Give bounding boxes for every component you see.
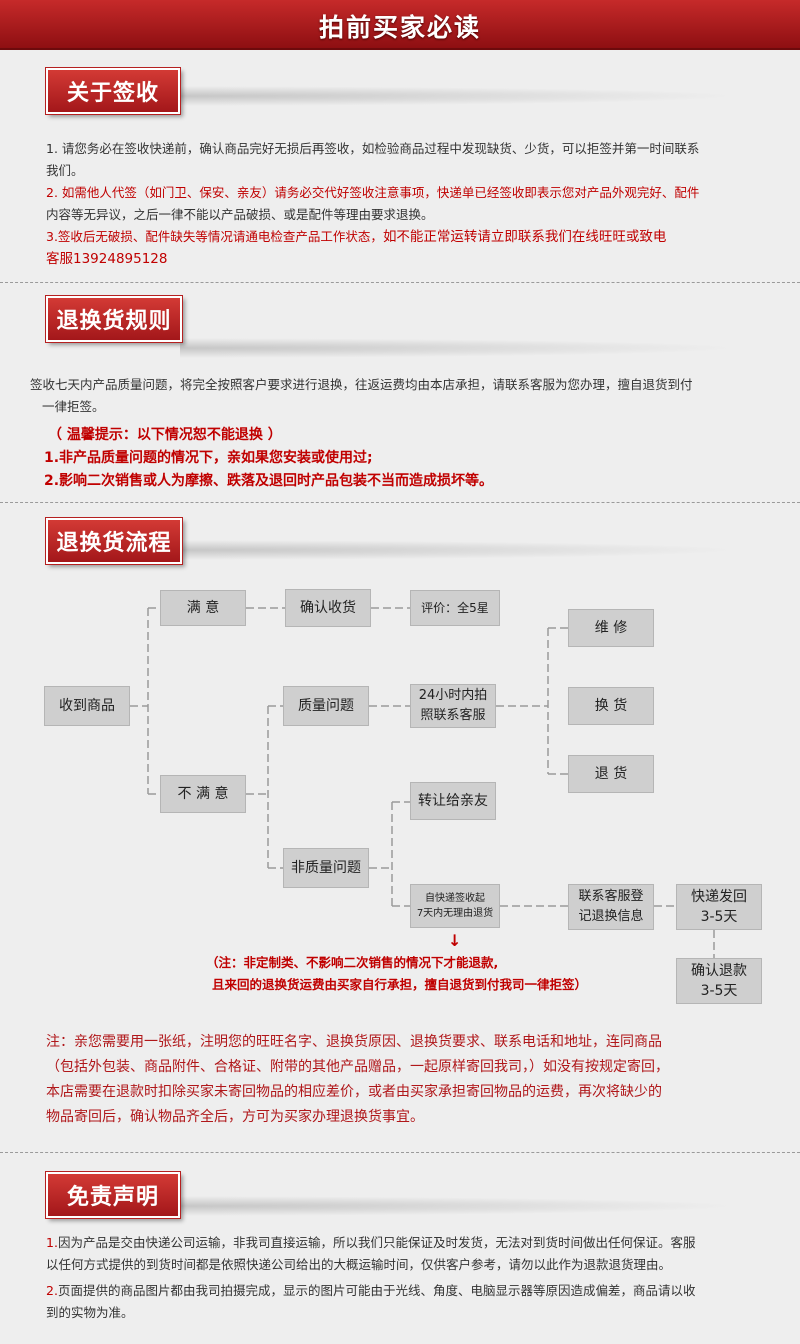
title-shadow [180,540,740,560]
divider [0,282,800,283]
flow-contact: 联系客服登 记退换信息 [568,884,654,930]
rules-line1b: 一律拒签。 [42,399,105,414]
flow-exchange: 换 货 [568,687,654,725]
flow-seven-days-line2: 7天内无理由退货 [416,908,494,919]
flow-within-24h-line1: 24小时内拍 [418,688,488,703]
title-shadow [180,338,740,358]
section-title-sign: 关于签收 [46,68,180,114]
section-title-flow: 退换货流程 [46,518,182,564]
disclaimer-line2: 页面提供的商品图片都由我司拍摄完成，显示的图片可能由于光线、角度、电脑显示器等原… [57,1283,696,1298]
flow-confirm-refund: 确认退款 3-5天 [676,958,762,1004]
flow-refund: 退 货 [568,755,654,793]
disclaimer-num1: 1. [46,1235,58,1250]
flow-express-line2: 3-5天 [700,909,738,925]
disclaimer-text: 1.因为产品是交由快递公司运输，非我司直接运输，所以我们只能保证及时发货，无法对… [46,1232,786,1324]
flow-confirm-refund-line1: 确认退款 [691,963,747,979]
flow-note-line1: （注：非定制类、不影响二次销售的情况下才能退款, [206,955,499,970]
section-title-rules: 退换货规则 [46,296,182,342]
sign-line3c: 客服13924895128 [46,251,168,267]
flow-within-24h: 24小时内拍 照联系客服 [410,684,496,728]
section-title-disclaimer: 免责声明 [46,1172,180,1218]
flow-confirm-refund-line2: 3-5天 [700,983,738,999]
disclaimer-line2b: 到的实物为准。 [46,1305,134,1320]
title-shadow [180,1196,740,1216]
flow-seven-days: 自快递签收起 7天内无理由退货 [410,884,500,928]
return-notice-line2: （包括外包装、商品附件、合格证、附带的其他产品赠品，一起原样寄回我司，）如没有按… [46,1059,669,1075]
return-notice-line1: 注：亲您需要用一张纸，注明您的旺旺名字、退换货原因、退换货要求、联系电话和地址，… [46,1034,662,1050]
sign-line1: 1. 请您务必在签收快递前，确认商品完好无损后再签收，如检验商品过程中发现缺货、… [46,141,700,156]
rules-line1: 签收七天内产品质量问题，将完全按照客户要求进行退换，往返运费均由本店承担，请联系… [30,377,693,392]
flow-express-line1: 快递发回 [691,889,747,905]
sign-line1b: 我们。 [46,163,84,178]
flow-rating: 评价：全5星 [410,590,500,626]
flow-contact-line1: 联系客服登 [578,889,644,904]
flow-unsatisfied: 不 满 意 [160,775,246,813]
flow-contact-line2: 记退换信息 [578,909,644,924]
sign-line3a: 3.签收后无破损、配件缺失等情况请通电检查产品工作状态， [46,229,383,244]
divider [0,1152,800,1153]
disclaimer-line1b: 以任何方式提供的到货时间都是依照快递公司给出的大概运输时间，仅供客户参考，请勿以… [46,1257,672,1272]
flow-seven-days-line1: 自快递签收起 [425,893,485,904]
disclaimer-num2: 2. [46,1283,58,1298]
rules-tip1: 1.非产品质量问题的情况下，亲如果您安装或使用过; [44,450,373,466]
rules-tip: （ 温馨提示：以下情况恕不能退换 ） [48,427,282,443]
sign-text: 1. 请您务必在签收快递前，确认商品完好无损后再签收，如检验商品过程中发现缺货、… [46,138,776,270]
flow-within-24h-line2: 照联系客服 [420,708,486,723]
sign-line2: 2. 如需他人代签（如门卫、保安、亲友）请务必交代好签收注意事项，快递单已经签收… [46,185,700,200]
rules-text: 签收七天内产品质量问题，将完全按照客户要求进行退换，往返运费均由本店承担，请联系… [30,374,790,418]
flow-note-line2: 且来回的退换货运费由买家自行承担，擅自退货到付我司一律拒签） [212,977,588,992]
divider [0,502,800,503]
arrow-down-icon: ↓ [448,931,462,950]
flow-express: 快递发回 3-5天 [676,884,762,930]
flow-quality: 质量问题 [283,686,369,726]
header-banner: 拍前买家必读 [0,0,800,50]
flow-confirm-receipt: 确认收货 [285,589,371,627]
return-notice-line3: 本店需要在退款时扣除买家未寄回物品的相应差价，或者由买家承担寄回物品的运费，再次… [46,1084,662,1100]
rules-tip2: 2.影响二次销售或人为摩擦、跌落及退回时产品包装不当而造成损坏等。 [44,473,494,489]
sign-line2b: 内容等无异议，之后一律不能以产品破损、或是配件等理由要求退换。 [46,207,434,222]
flow-transfer: 转让给亲友 [410,782,496,820]
title-shadow [180,86,740,106]
flow-received: 收到商品 [44,686,130,726]
page-title: 拍前买家必读 [318,13,481,42]
flow-repair: 维 修 [568,609,654,647]
rules-tips: （ 温馨提示：以下情况恕不能退换 ） 1.非产品质量问题的情况下，亲如果您安装或… [44,424,784,493]
return-notice-line4: 物品寄回后，确认物品齐全后，方可为买家办理退换货事宜。 [46,1109,424,1125]
flow-non-quality: 非质量问题 [283,848,369,888]
sign-line3b: 如不能正常运转请立即联系我们在线旺旺或致电 [382,229,667,245]
flow-note: （注：非定制类、不影响二次销售的情况下才能退款, 且来回的退换货运费由买家自行承… [206,952,676,996]
disclaimer-line1: 因为产品是交由快递公司运输，非我司直接运输，所以我们只能保证及时发货，无法对到货… [57,1235,696,1250]
return-notice: 注：亲您需要用一张纸，注明您的旺旺名字、退换货原因、退换货要求、联系电话和地址，… [46,1030,786,1130]
flow-satisfied: 满 意 [160,590,246,626]
